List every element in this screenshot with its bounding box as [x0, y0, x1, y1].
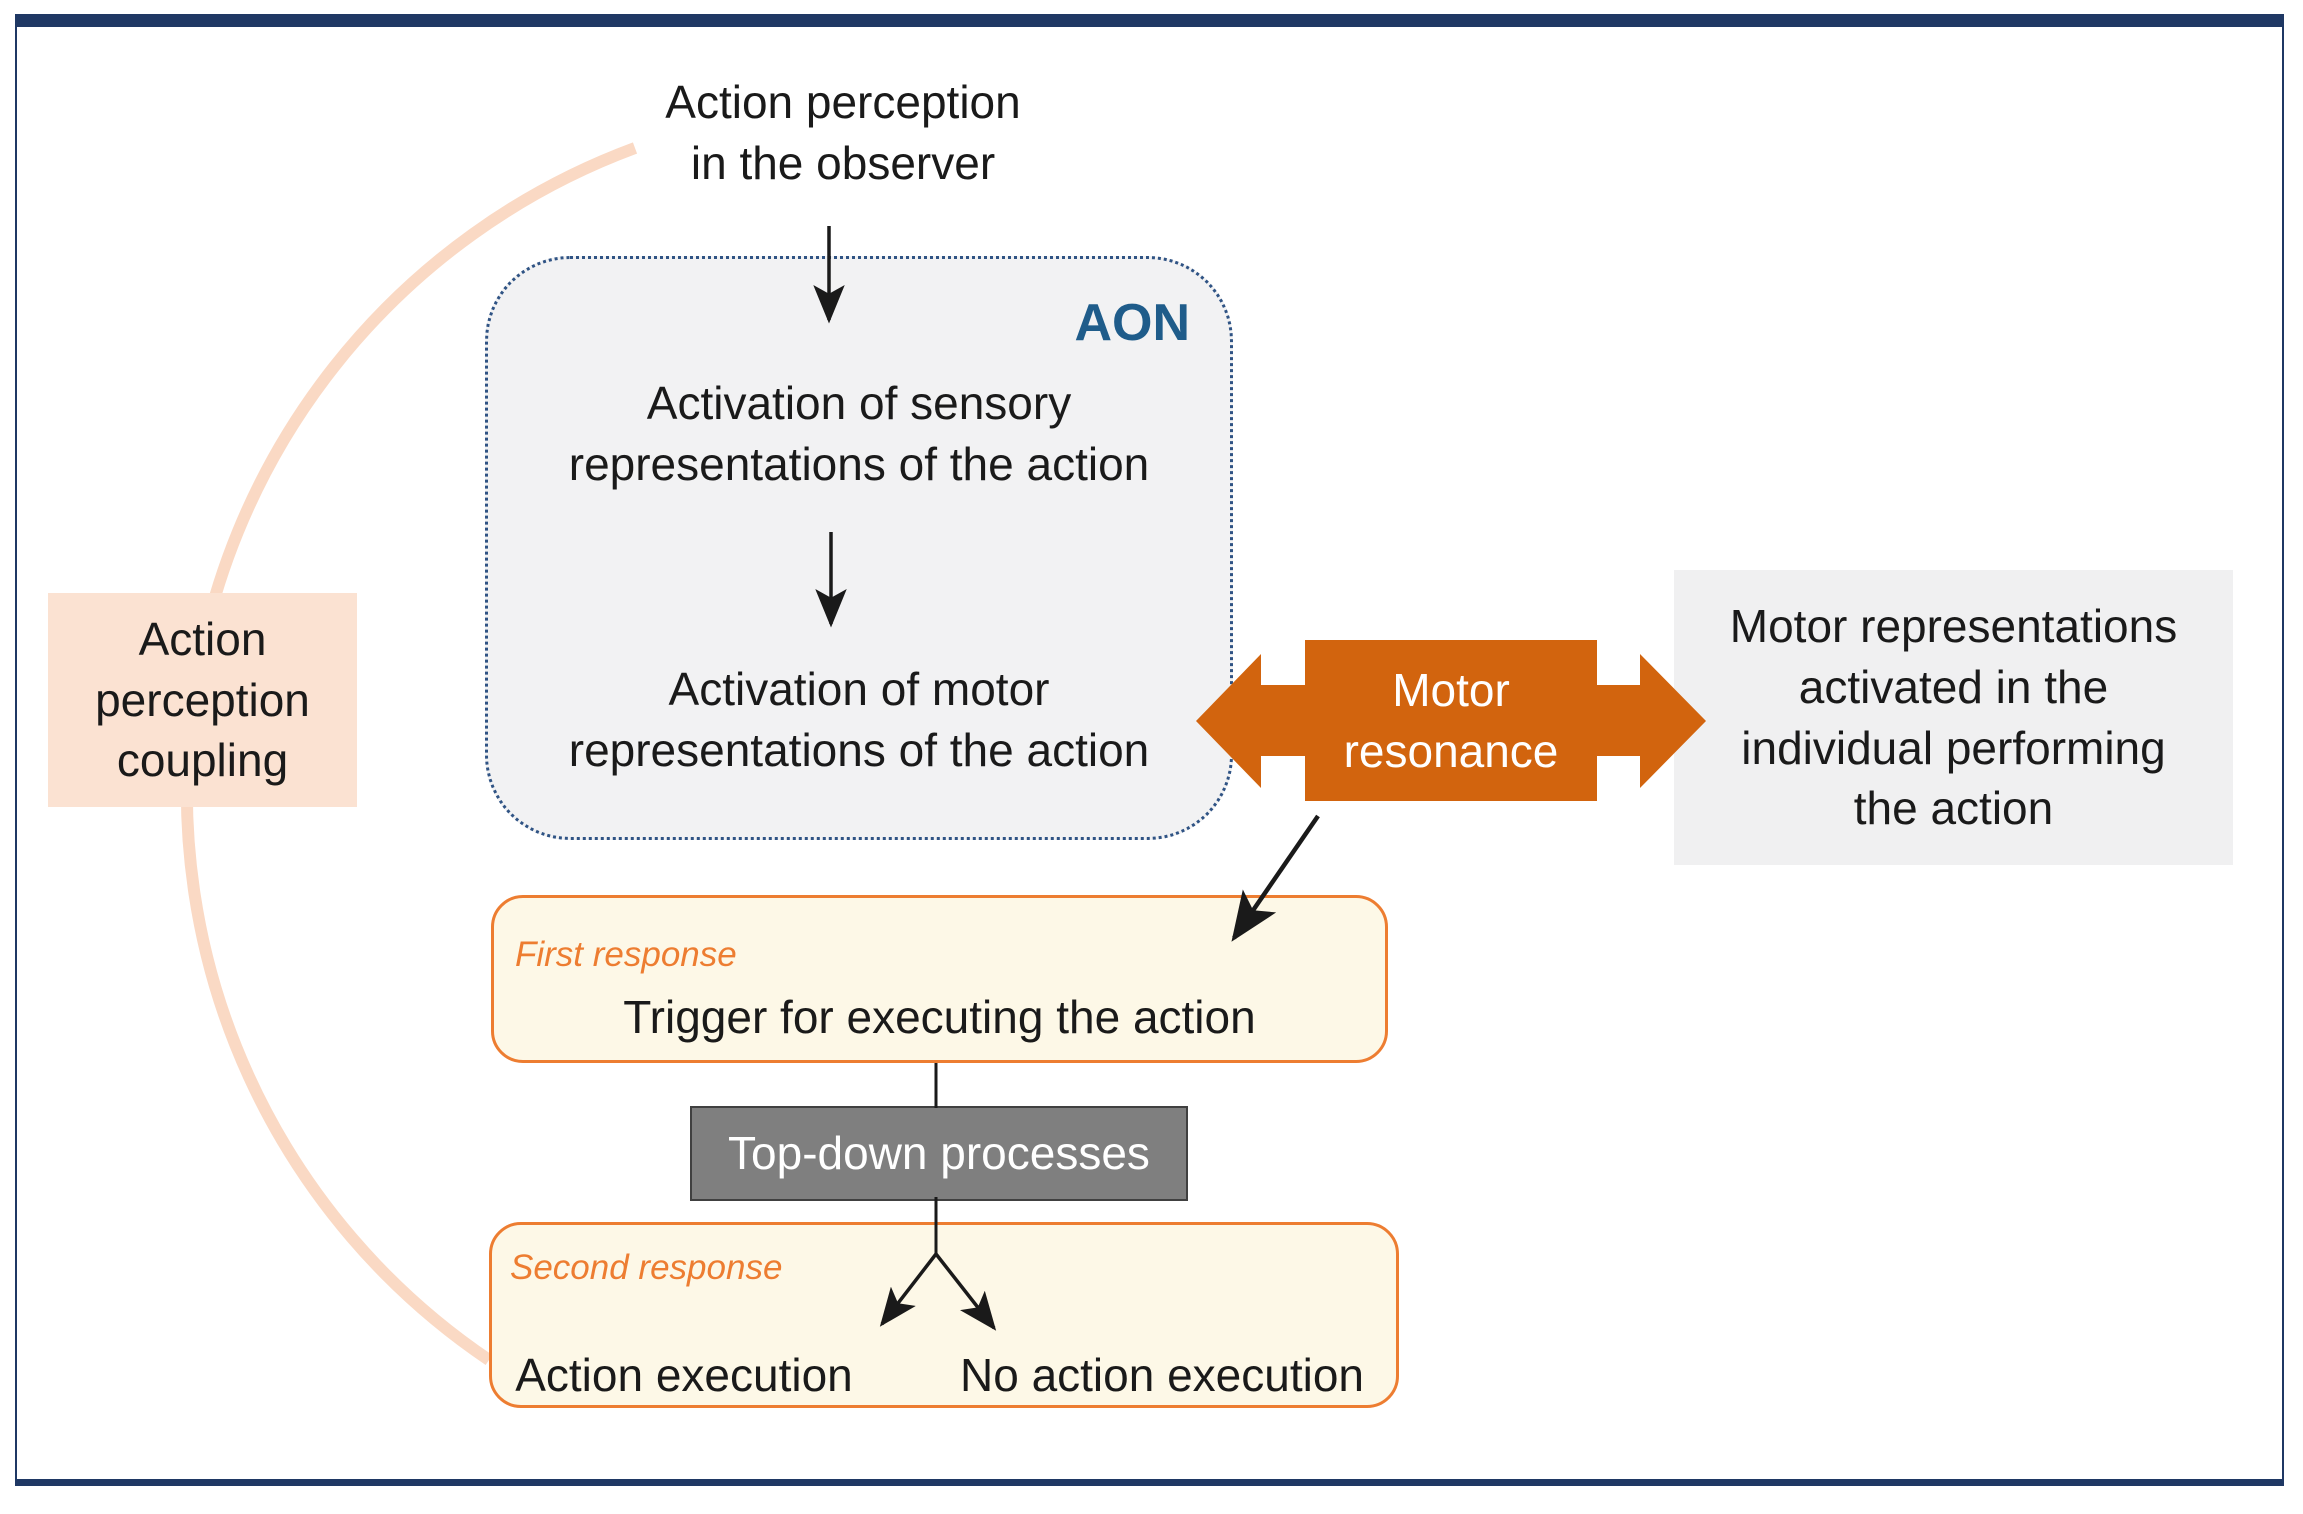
second-response-label: Second response [510, 1248, 783, 1287]
outer-frame-border [15, 14, 2284, 1486]
motor-representations-text: Activation of motor representations of t… [568, 663, 1150, 776]
top-down-processes-box: Top-down processes [690, 1106, 1188, 1201]
action-perception-coupling-box: Action perception coupling [48, 593, 357, 807]
aon-box: AON Activation of sensory representation… [485, 256, 1233, 840]
top-down-processes-text: Top-down processes [728, 1127, 1150, 1180]
first-response-label: First response [515, 935, 737, 974]
trigger-text: Trigger for executing the action [623, 991, 1256, 1043]
sensory-representations-text: Activation of sensory representations of… [568, 377, 1150, 490]
action-execution-text: Action execution [515, 1349, 853, 1401]
observer-perception-text: Action perception in the observer [665, 76, 1021, 189]
no-action-execution-text: No action execution [959, 1349, 1365, 1401]
performer-motor-representations-box: Motor representations activated in the i… [1674, 570, 2233, 865]
aon-label: AON [1074, 294, 1190, 352]
motor-resonance-text: Motor resonance [1343, 663, 1559, 777]
